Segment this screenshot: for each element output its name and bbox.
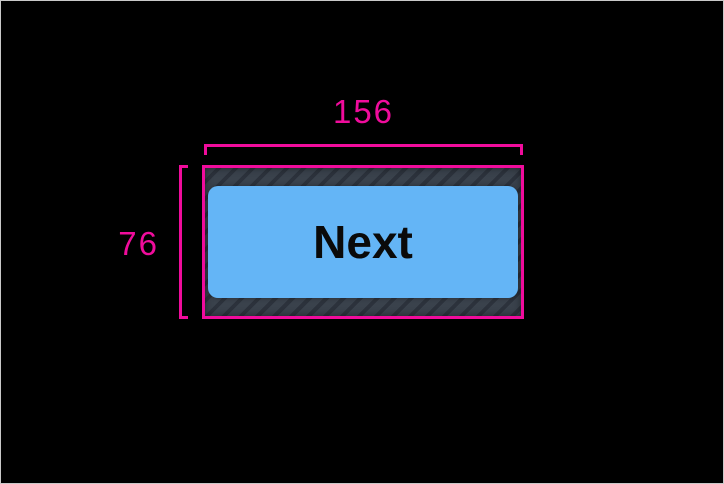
height-dimension-bracket — [179, 165, 188, 319]
width-dimension-bracket — [204, 144, 523, 155]
height-dimension-label: 76 — [118, 225, 159, 262]
touch-target-outline: Next — [202, 165, 524, 319]
next-button[interactable]: Next — [208, 186, 518, 298]
width-dimension-label: 156 — [332, 93, 395, 130]
